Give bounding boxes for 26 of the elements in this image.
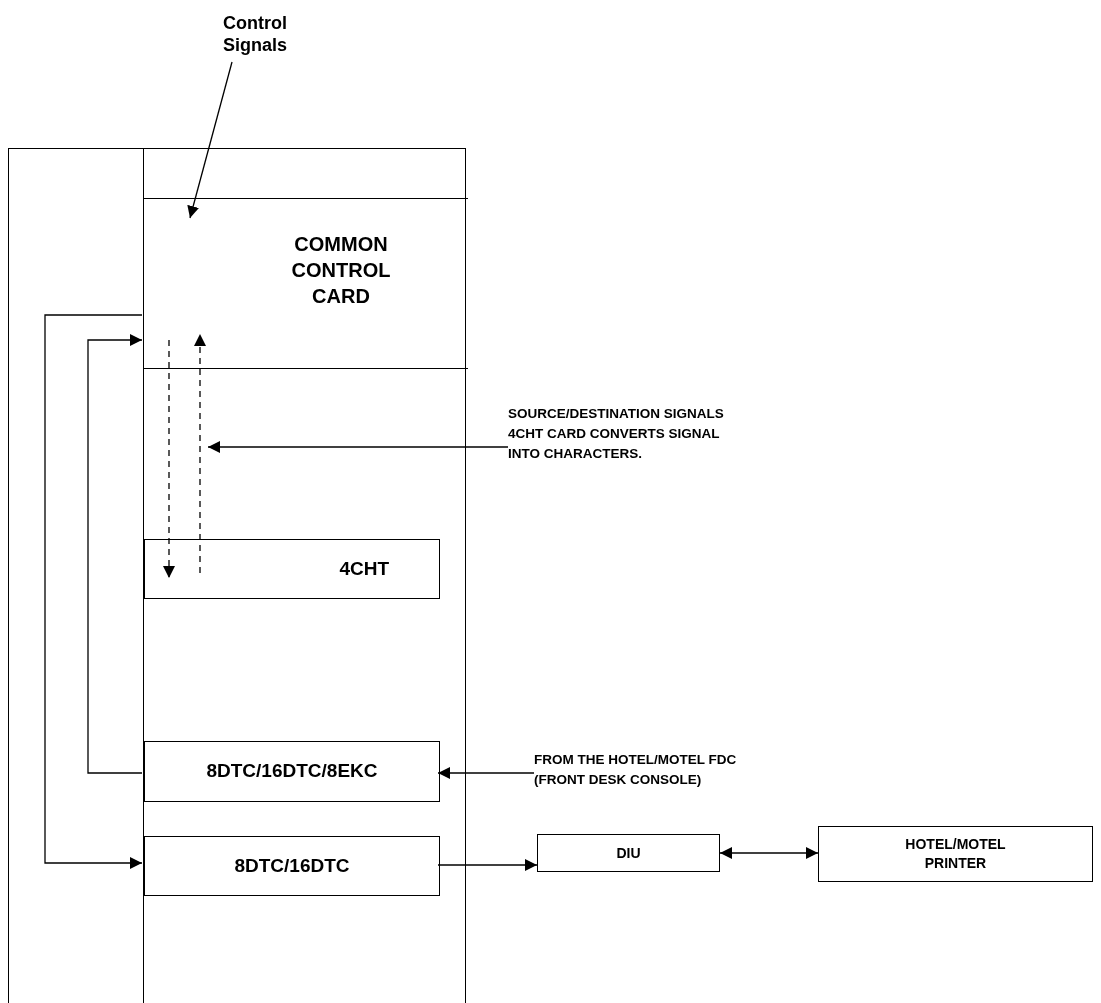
box-label: HOTEL/MOTEL PRINTER	[904, 835, 1007, 873]
cabinet-frame	[8, 148, 466, 1003]
arrow	[207, 441, 509, 453]
arrow	[437, 767, 535, 779]
arrow	[187, 61, 233, 219]
card-label: COMMON CONTROL CARD	[290, 232, 392, 309]
card-label: 8DTC/16DTC/8EKC	[206, 759, 378, 784]
note-text: SOURCE/DESTINATION SIGNALS 4CHT CARD CONVERTS SIGNAL INTO CHARACTERS.	[508, 405, 725, 463]
dashed-arrow	[194, 333, 206, 574]
arrow	[87, 334, 143, 774]
card-column	[143, 149, 467, 1003]
card-slot	[144, 198, 468, 369]
card-box	[144, 539, 440, 599]
control-signals-label: Control Signals	[222, 12, 288, 56]
dashed-arrow	[163, 339, 175, 579]
card-label: 4CHT	[339, 556, 389, 581]
process-box	[537, 834, 720, 872]
arrow	[44, 314, 143, 869]
arrow	[437, 859, 538, 871]
process-box	[818, 826, 1093, 882]
arrow	[719, 847, 819, 859]
card-box	[144, 836, 440, 896]
card-box	[144, 741, 440, 802]
box-label: DIU	[616, 843, 641, 863]
note-text: FROM THE HOTEL/MOTEL FDC (FRONT DESK CONSOLE)	[534, 751, 738, 789]
card-label: 8DTC/16DTC	[234, 853, 350, 878]
